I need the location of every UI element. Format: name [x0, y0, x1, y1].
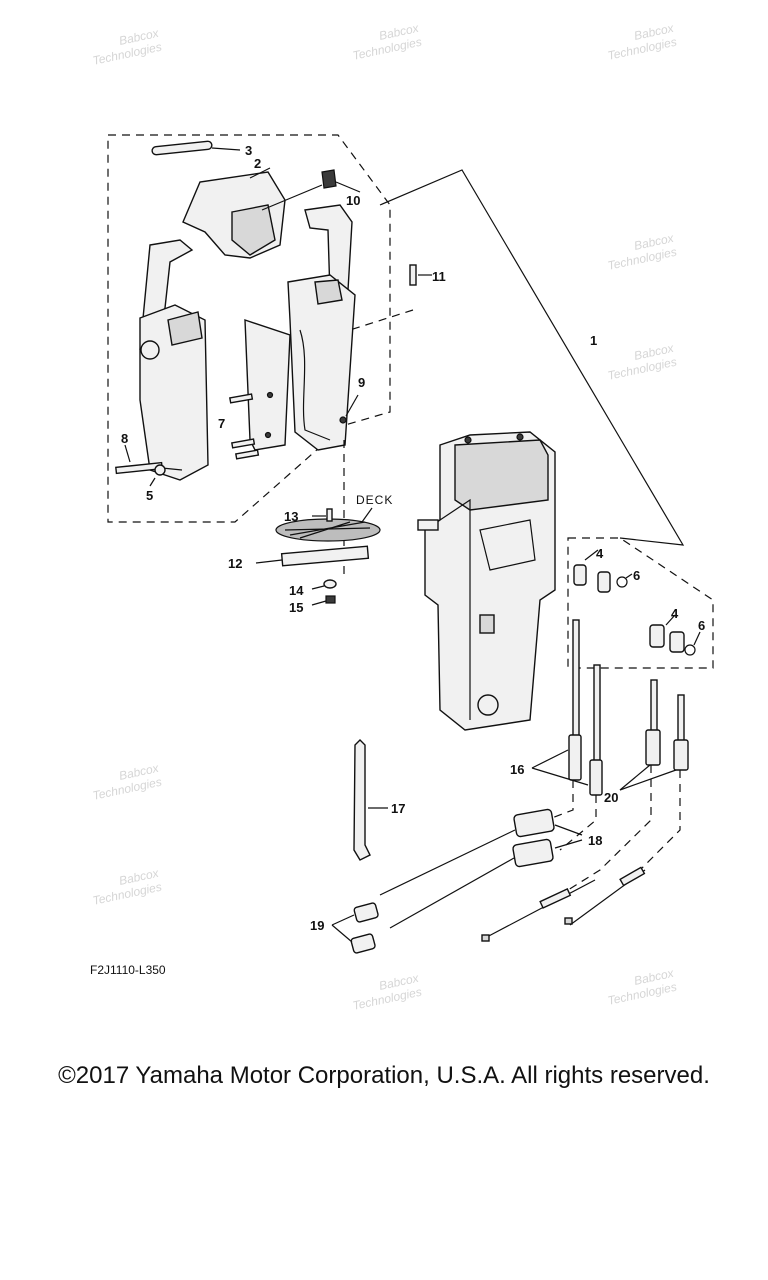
part-14-washer [311, 579, 337, 590]
part-3-pin [151, 140, 241, 156]
part-2-cover [182, 167, 286, 259]
callout-14: 14 [289, 583, 304, 598]
part-5-washer [149, 464, 166, 487]
callout-15: 15 [289, 600, 303, 615]
part-1-housing [417, 431, 556, 731]
assembly-boundary [107, 134, 391, 523]
part-20-cable-ends [619, 679, 689, 791]
part-4-clevis-top [573, 549, 611, 593]
callout-3: 3 [245, 143, 252, 158]
part-13-pin [312, 508, 333, 522]
callout-1: 1 [590, 333, 597, 348]
callout-16: 16 [510, 762, 524, 777]
part-11-screw [409, 264, 432, 286]
part-15-nut [311, 595, 336, 606]
callout-18: 18 [588, 833, 602, 848]
part-18-adapters [512, 808, 583, 868]
callout-11: 11 [432, 269, 446, 284]
part-19-fittings [331, 902, 379, 954]
deck-label: DECK [356, 493, 393, 507]
callouts: 1 2 3 4 4 5 6 6 7 8 9 10 11 12 13 14 15 … [90, 143, 705, 977]
callout-10: 10 [346, 193, 360, 208]
cable-route-3 [559, 765, 652, 896]
cable-route-1 [519, 780, 574, 831]
cable-route-2 [559, 795, 597, 851]
part-cables [379, 829, 646, 942]
part-4-clevis-bottom [649, 614, 685, 653]
part-16-cable-ends [531, 619, 603, 796]
part-7-screws [229, 393, 260, 460]
callout-17: 17 [391, 801, 405, 816]
callout-9: 9 [358, 375, 365, 390]
part-left-lever [139, 239, 209, 481]
part-6-clip-bottom [684, 631, 701, 656]
part-10-switch [261, 169, 361, 211]
callout-13: 13 [284, 509, 298, 524]
part-6-clip-top [616, 573, 633, 588]
cable-route-4 [639, 770, 681, 871]
callout-2: 2 [254, 156, 261, 171]
part-17-tie [353, 739, 388, 861]
part-deck [275, 507, 381, 542]
part-12-plate [255, 545, 370, 567]
figure-code: F2J1110-L350 [90, 963, 166, 977]
callout-6-top: 6 [633, 568, 640, 583]
callout-8: 8 [121, 431, 128, 446]
copyright-notice: ©2017 Yamaha Motor Corporation, U.S.A. A… [58, 1062, 710, 1089]
callout-6-bottom: 6 [698, 618, 705, 633]
callout-7: 7 [218, 416, 225, 431]
callout-4-top: 4 [596, 546, 604, 561]
callout-20: 20 [604, 790, 618, 805]
callout-12: 12 [228, 556, 242, 571]
callout-5: 5 [146, 488, 153, 503]
callout-19: 19 [310, 918, 324, 933]
part-9-nut [339, 394, 359, 424]
clevis-boundary [567, 537, 714, 669]
part-center-plate [244, 319, 291, 451]
leader-1 [379, 169, 685, 546]
part-right-lever [287, 204, 356, 451]
leader-11 [349, 309, 414, 331]
callout-4-bottom: 4 [671, 606, 679, 621]
